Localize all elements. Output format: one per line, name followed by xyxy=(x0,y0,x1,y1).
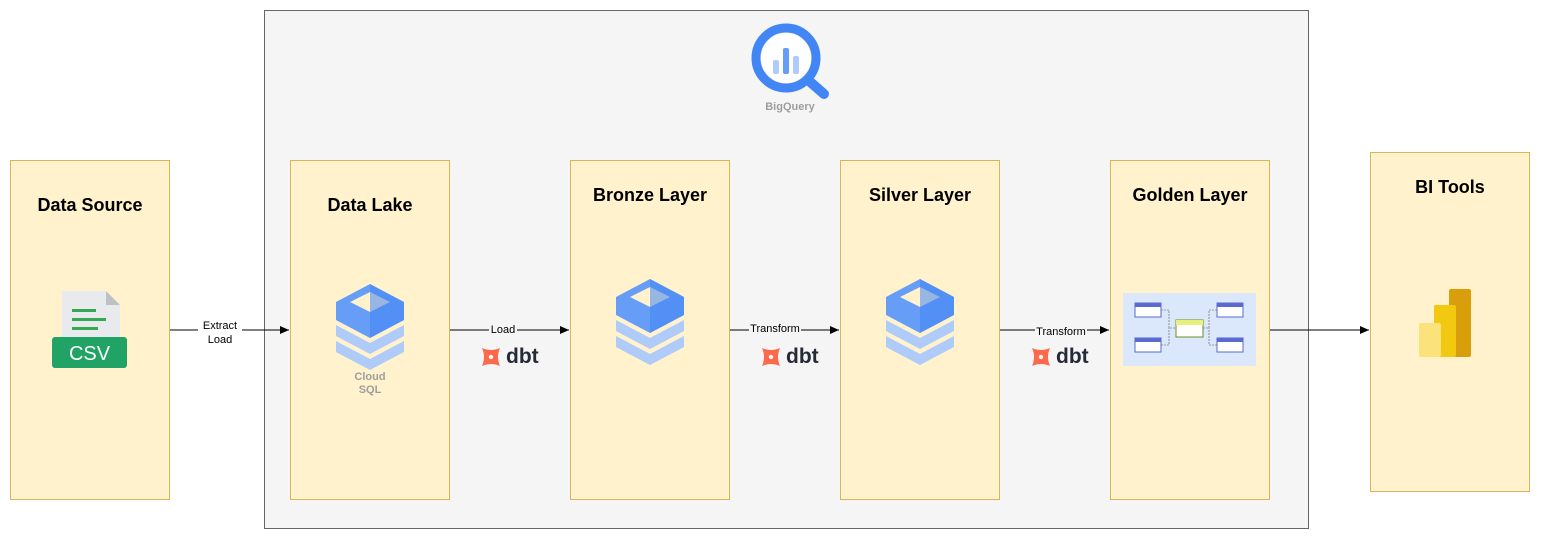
bigquery-icon xyxy=(751,23,829,99)
edge-label-load: Load xyxy=(489,324,517,337)
csv-file-icon: CSV xyxy=(52,291,127,368)
database-stack-icon xyxy=(886,279,954,365)
bigquery-label: BigQuery xyxy=(765,101,815,113)
dbt-icon xyxy=(762,348,780,366)
edge-label-load-line2: Load xyxy=(198,334,242,347)
dbt-logo-transform-2: dbt xyxy=(1029,345,1093,371)
silver-layer-title: Silver Layer xyxy=(868,185,972,205)
star-schema-diagram-icon xyxy=(1123,293,1256,366)
dbt-logo-transform-1: dbt xyxy=(759,345,823,371)
data-lake-title: Data Lake xyxy=(327,195,413,215)
edge-label-extract: Extract xyxy=(198,320,242,333)
database-stack-icon xyxy=(616,279,684,365)
dbt-logo-load: dbt xyxy=(479,345,543,371)
silver-layer-box: Silver Layer xyxy=(840,160,1000,500)
power-bi-icon xyxy=(1419,289,1471,357)
data-source-title: Data Source xyxy=(37,195,143,215)
csv-label: CSV xyxy=(69,343,111,365)
bi-tools-title: BI Tools xyxy=(1415,177,1485,197)
cloud-sql-label-line2: SQL xyxy=(358,384,382,396)
cloud-sql-icon xyxy=(336,284,404,370)
dbt-wordmark: dbt xyxy=(1056,345,1089,368)
dbt-icon xyxy=(482,348,500,366)
bronze-layer-title: Bronze Layer xyxy=(592,185,708,205)
edge-label-transform-2: Transform xyxy=(1035,326,1087,339)
dbt-wordmark: dbt xyxy=(786,345,819,368)
golden-layer-title: Golden Layer xyxy=(1132,185,1248,205)
dbt-icon xyxy=(1032,348,1050,366)
dbt-wordmark: dbt xyxy=(506,345,539,368)
edge-label-transform-1: Transform xyxy=(749,323,801,336)
cloud-sql-label-line1: Cloud xyxy=(354,371,386,383)
